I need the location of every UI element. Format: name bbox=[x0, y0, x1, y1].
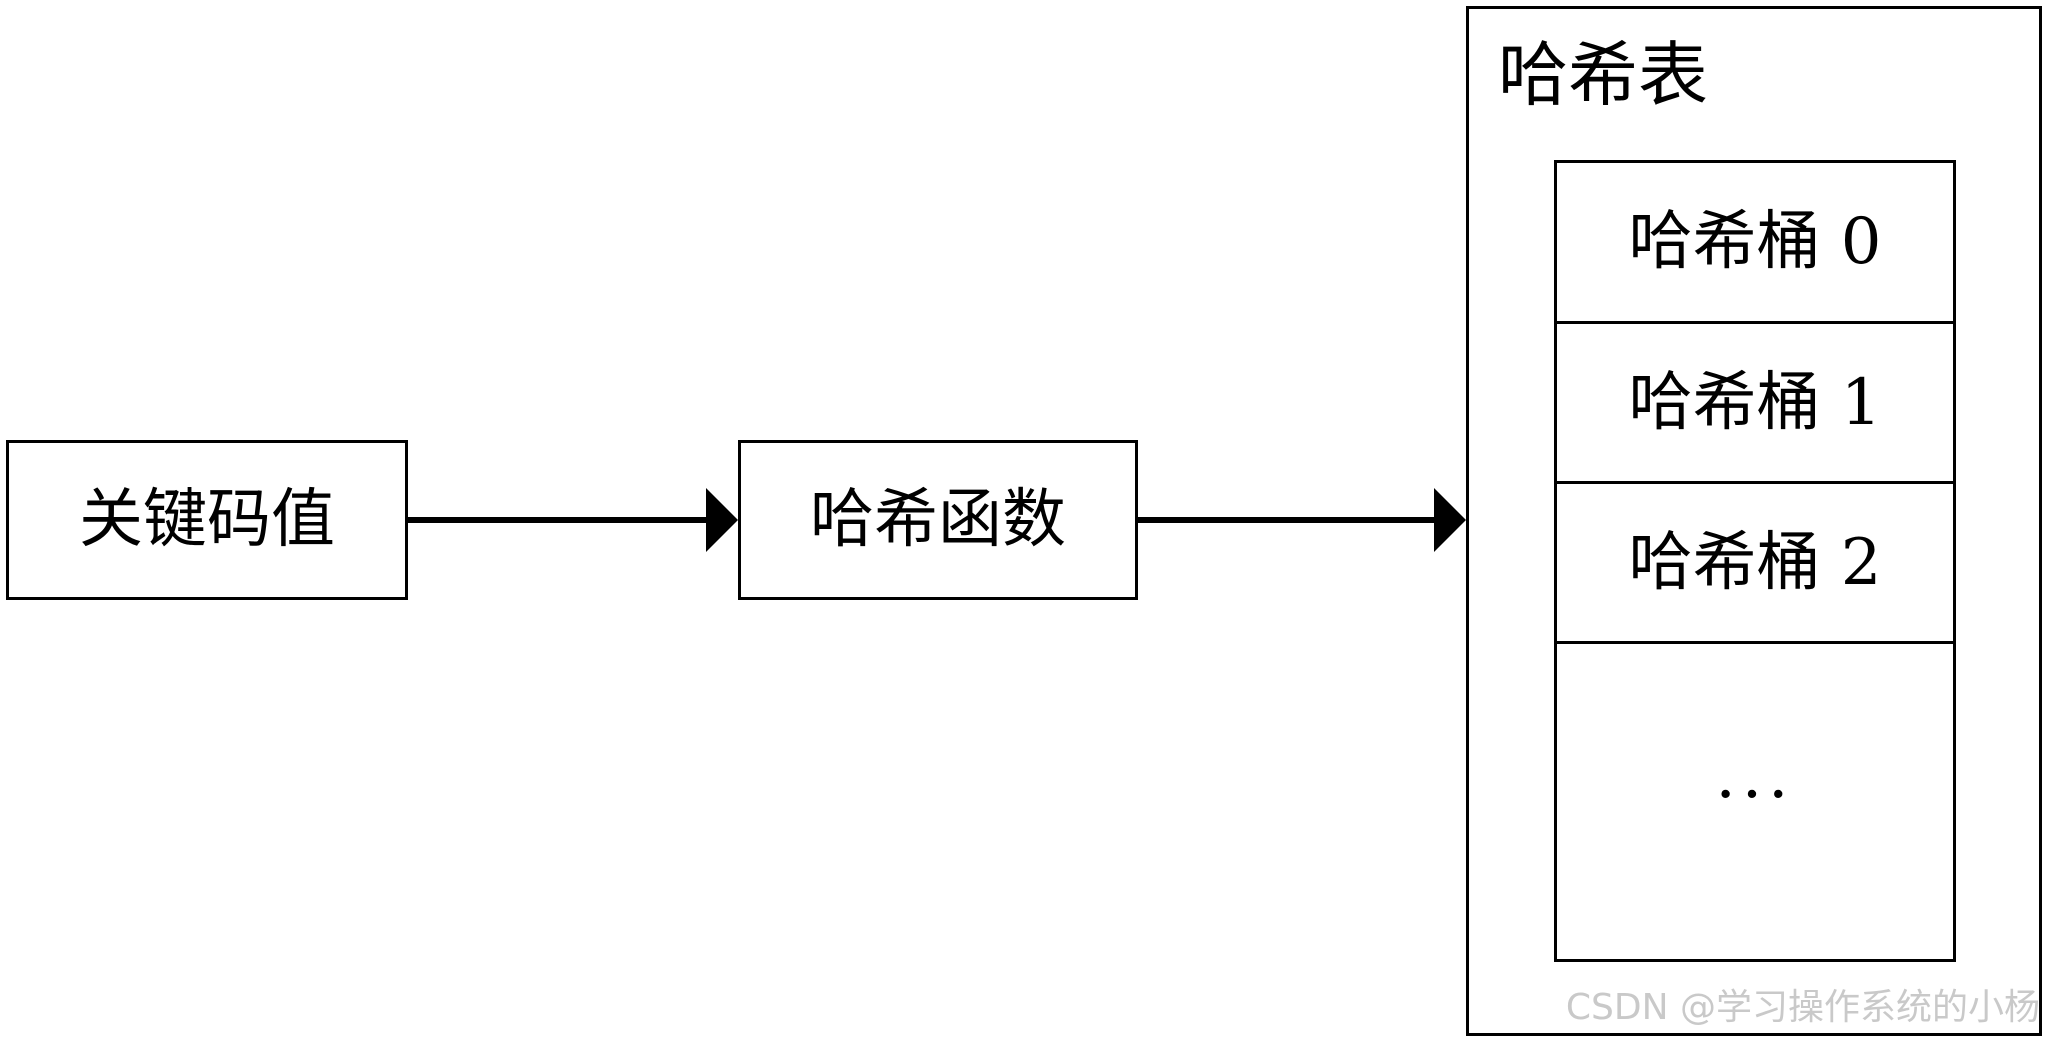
bucket-divider bbox=[1557, 481, 1953, 484]
key-value-box: 关键码值 bbox=[6, 440, 408, 600]
arrow-head bbox=[1434, 488, 1466, 552]
hash-bucket-2-label: 哈希桶 2 bbox=[1628, 525, 1882, 600]
arrow-hash-function-to-table bbox=[1138, 488, 1466, 552]
bucket-divider bbox=[1557, 641, 1953, 644]
hash-bucket-1-label: 哈希桶 1 bbox=[1628, 365, 1882, 440]
key-value-label: 关键码值 bbox=[79, 483, 335, 557]
bucket-ellipsis: ··· bbox=[1715, 758, 1795, 832]
hash-table-title: 哈希表 bbox=[1498, 34, 1708, 116]
hash-function-box: 哈希函数 bbox=[738, 440, 1138, 600]
csdn-watermark: CSDN @学习操作系统的小杨 bbox=[1565, 987, 2040, 1028]
hash-bucket-stack: 哈希桶 0 哈希桶 1 哈希桶 2 ··· bbox=[1554, 160, 1956, 962]
hash-bucket-2: 哈希桶 2 bbox=[1557, 484, 1953, 641]
hash-bucket-0: 哈希桶 0 bbox=[1557, 163, 1953, 321]
arrow-key-to-hash-function bbox=[408, 488, 738, 552]
bucket-divider bbox=[1557, 321, 1953, 324]
hash-function-label: 哈希函数 bbox=[810, 483, 1066, 557]
arrow-head bbox=[706, 488, 738, 552]
hash-bucket-0-label: 哈希桶 0 bbox=[1628, 205, 1882, 279]
hash-bucket-1: 哈希桶 1 bbox=[1557, 324, 1953, 481]
